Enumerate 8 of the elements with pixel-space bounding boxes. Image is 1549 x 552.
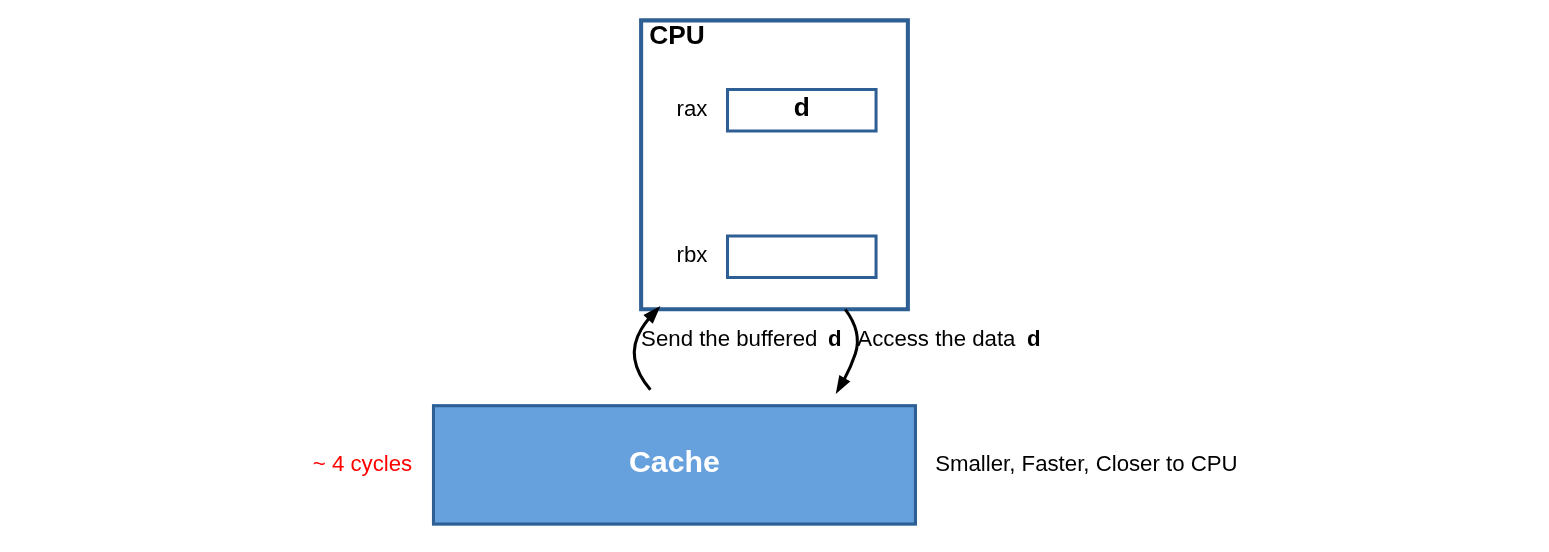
edge-label: Access the data d (857, 326, 1041, 352)
node-label: rbx (676, 242, 708, 268)
arrow (835, 308, 859, 395)
arrow (632, 305, 661, 391)
node-label: ~ 4 cycles (312, 450, 413, 476)
edge-label: Send the buffered d (641, 326, 842, 352)
node-label: rax (676, 95, 708, 121)
node-label: Smaller, Faster, Closer to CPU (935, 450, 1238, 476)
